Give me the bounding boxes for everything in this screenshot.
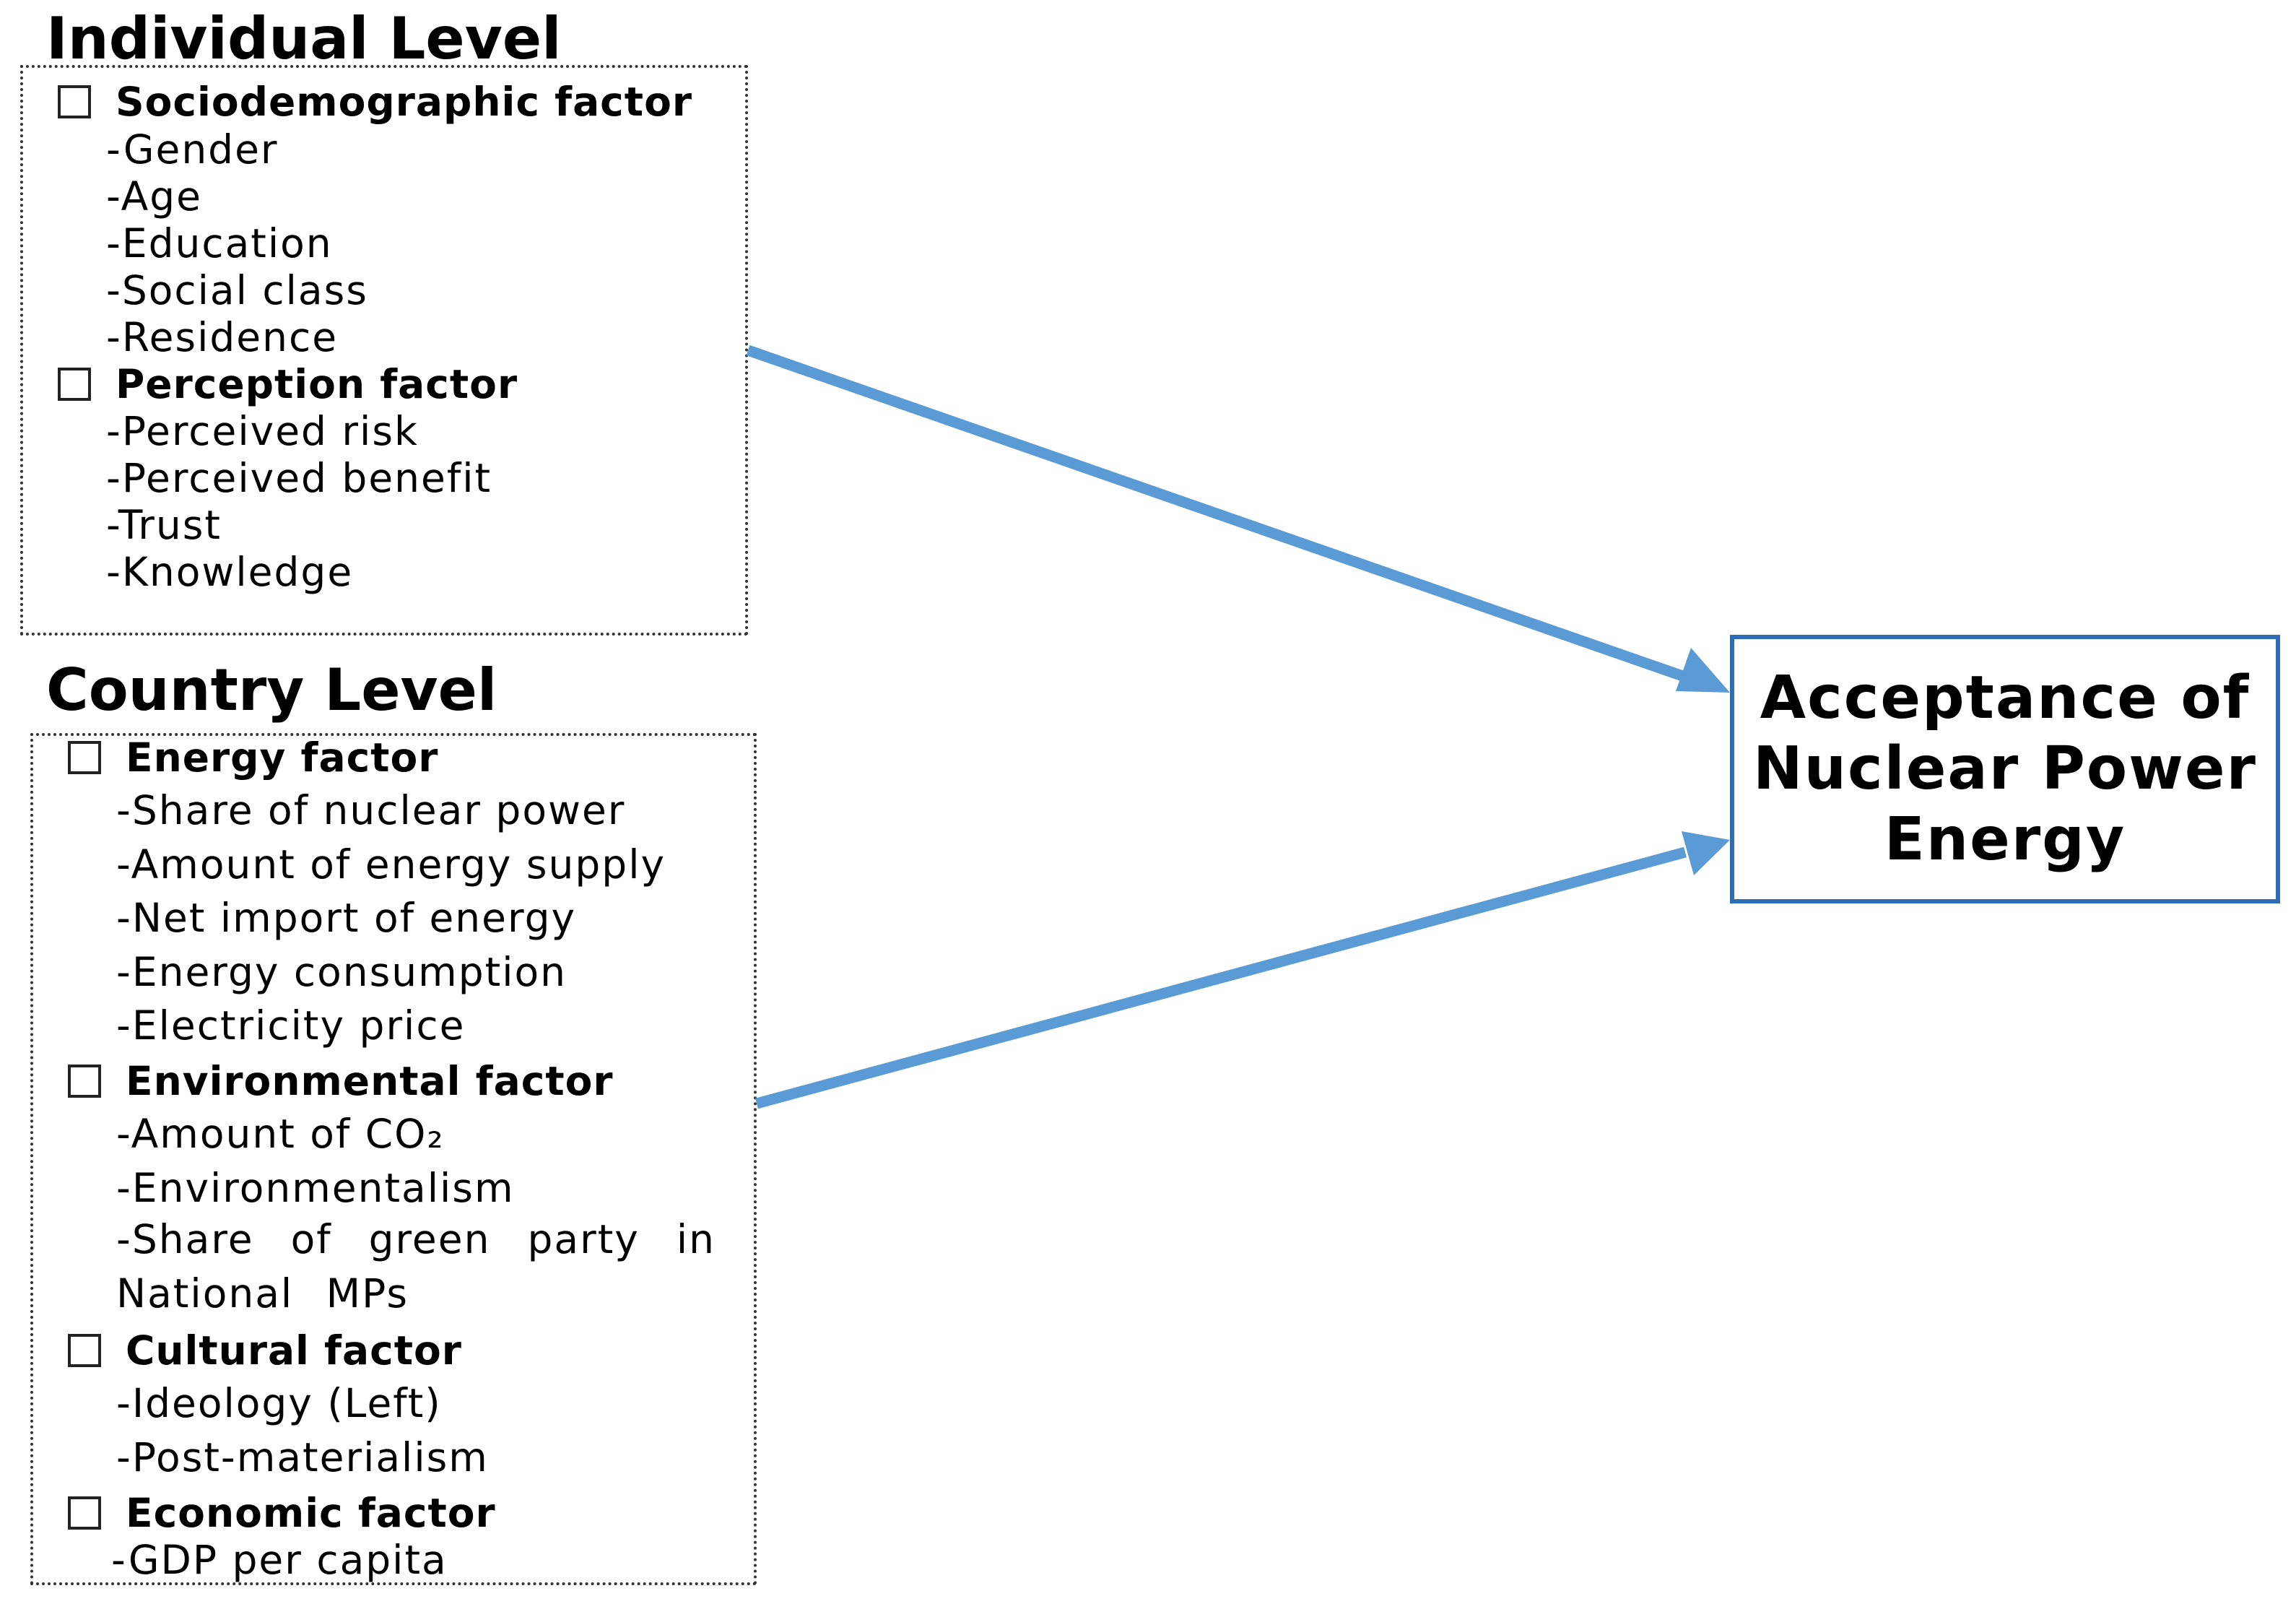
factor-item: -Knowledge xyxy=(106,549,354,595)
checkbox-icon xyxy=(68,1334,101,1367)
factor-item: -Education xyxy=(106,220,333,266)
country-level-heading: Country Level xyxy=(46,656,497,724)
individual-level-box: Sociodemographic factor -Gender -Age -Ed… xyxy=(20,65,748,636)
checkbox-icon xyxy=(68,741,101,774)
country-arrow-head xyxy=(1682,831,1730,875)
factor-item: -Age xyxy=(106,173,203,220)
factor-item: -Gender xyxy=(106,126,279,173)
economic-factor-title: Economic factor xyxy=(68,1489,496,1537)
factor-item: -Electricity price xyxy=(116,1002,466,1049)
factor-item: -Amount of energy supply xyxy=(116,841,666,888)
factor-item: -Perceived risk xyxy=(106,408,419,454)
factor-item: -Energy consumption xyxy=(116,949,567,995)
group-label: Perception factor xyxy=(116,361,518,407)
factor-item: -Share of nuclear power xyxy=(116,787,626,833)
factor-item: -GDP per capita xyxy=(111,1537,448,1583)
nuclear-acceptance-label: Acceptance of Nuclear Power Energy xyxy=(1753,664,2257,874)
factor-item: -Post-materialism xyxy=(116,1434,489,1481)
group-label: Sociodemographic factor xyxy=(116,79,692,125)
factor-item: -Amount of CO₂ xyxy=(116,1111,445,1157)
country-level-box: Energy factor -Share of nuclear power -A… xyxy=(30,733,757,1585)
factor-item: -Ideology (Left) xyxy=(116,1380,442,1426)
group-label: Economic factor xyxy=(126,1490,496,1536)
factor-item: -Perceived benefit xyxy=(106,455,492,501)
perception-factor-title: Perception factor xyxy=(58,360,518,408)
factor-item: -Residence xyxy=(106,314,339,360)
checkbox-icon xyxy=(58,85,91,118)
group-label: Cultural factor xyxy=(126,1327,462,1374)
cultural-factor-title: Cultural factor xyxy=(68,1327,462,1374)
factor-item: -Trust xyxy=(106,502,222,548)
factor-item: -Net import of energy xyxy=(116,895,577,941)
individual-arrow-line xyxy=(746,344,1689,683)
factor-item: -Social class xyxy=(106,267,368,313)
group-label: Energy factor xyxy=(126,734,439,781)
checkbox-icon xyxy=(68,1496,101,1530)
group-label: Environmental factor xyxy=(126,1058,614,1104)
checkbox-icon xyxy=(68,1065,101,1098)
factor-item: -Environmentalism xyxy=(116,1165,515,1211)
nuclear-acceptance-box: Acceptance of Nuclear Power Energy xyxy=(1730,635,2280,903)
individual-arrow-head xyxy=(1676,648,1730,693)
checkbox-icon xyxy=(58,368,91,401)
country-arrow-line xyxy=(755,846,1687,1109)
factor-item: -Share of green party in National MPs xyxy=(116,1216,716,1317)
sociodemographic-factor-title: Sociodemographic factor xyxy=(58,78,692,126)
energy-factor-title: Energy factor xyxy=(68,734,438,781)
environmental-factor-title: Environmental factor xyxy=(68,1057,614,1105)
individual-level-heading: Individual Level xyxy=(46,5,562,72)
